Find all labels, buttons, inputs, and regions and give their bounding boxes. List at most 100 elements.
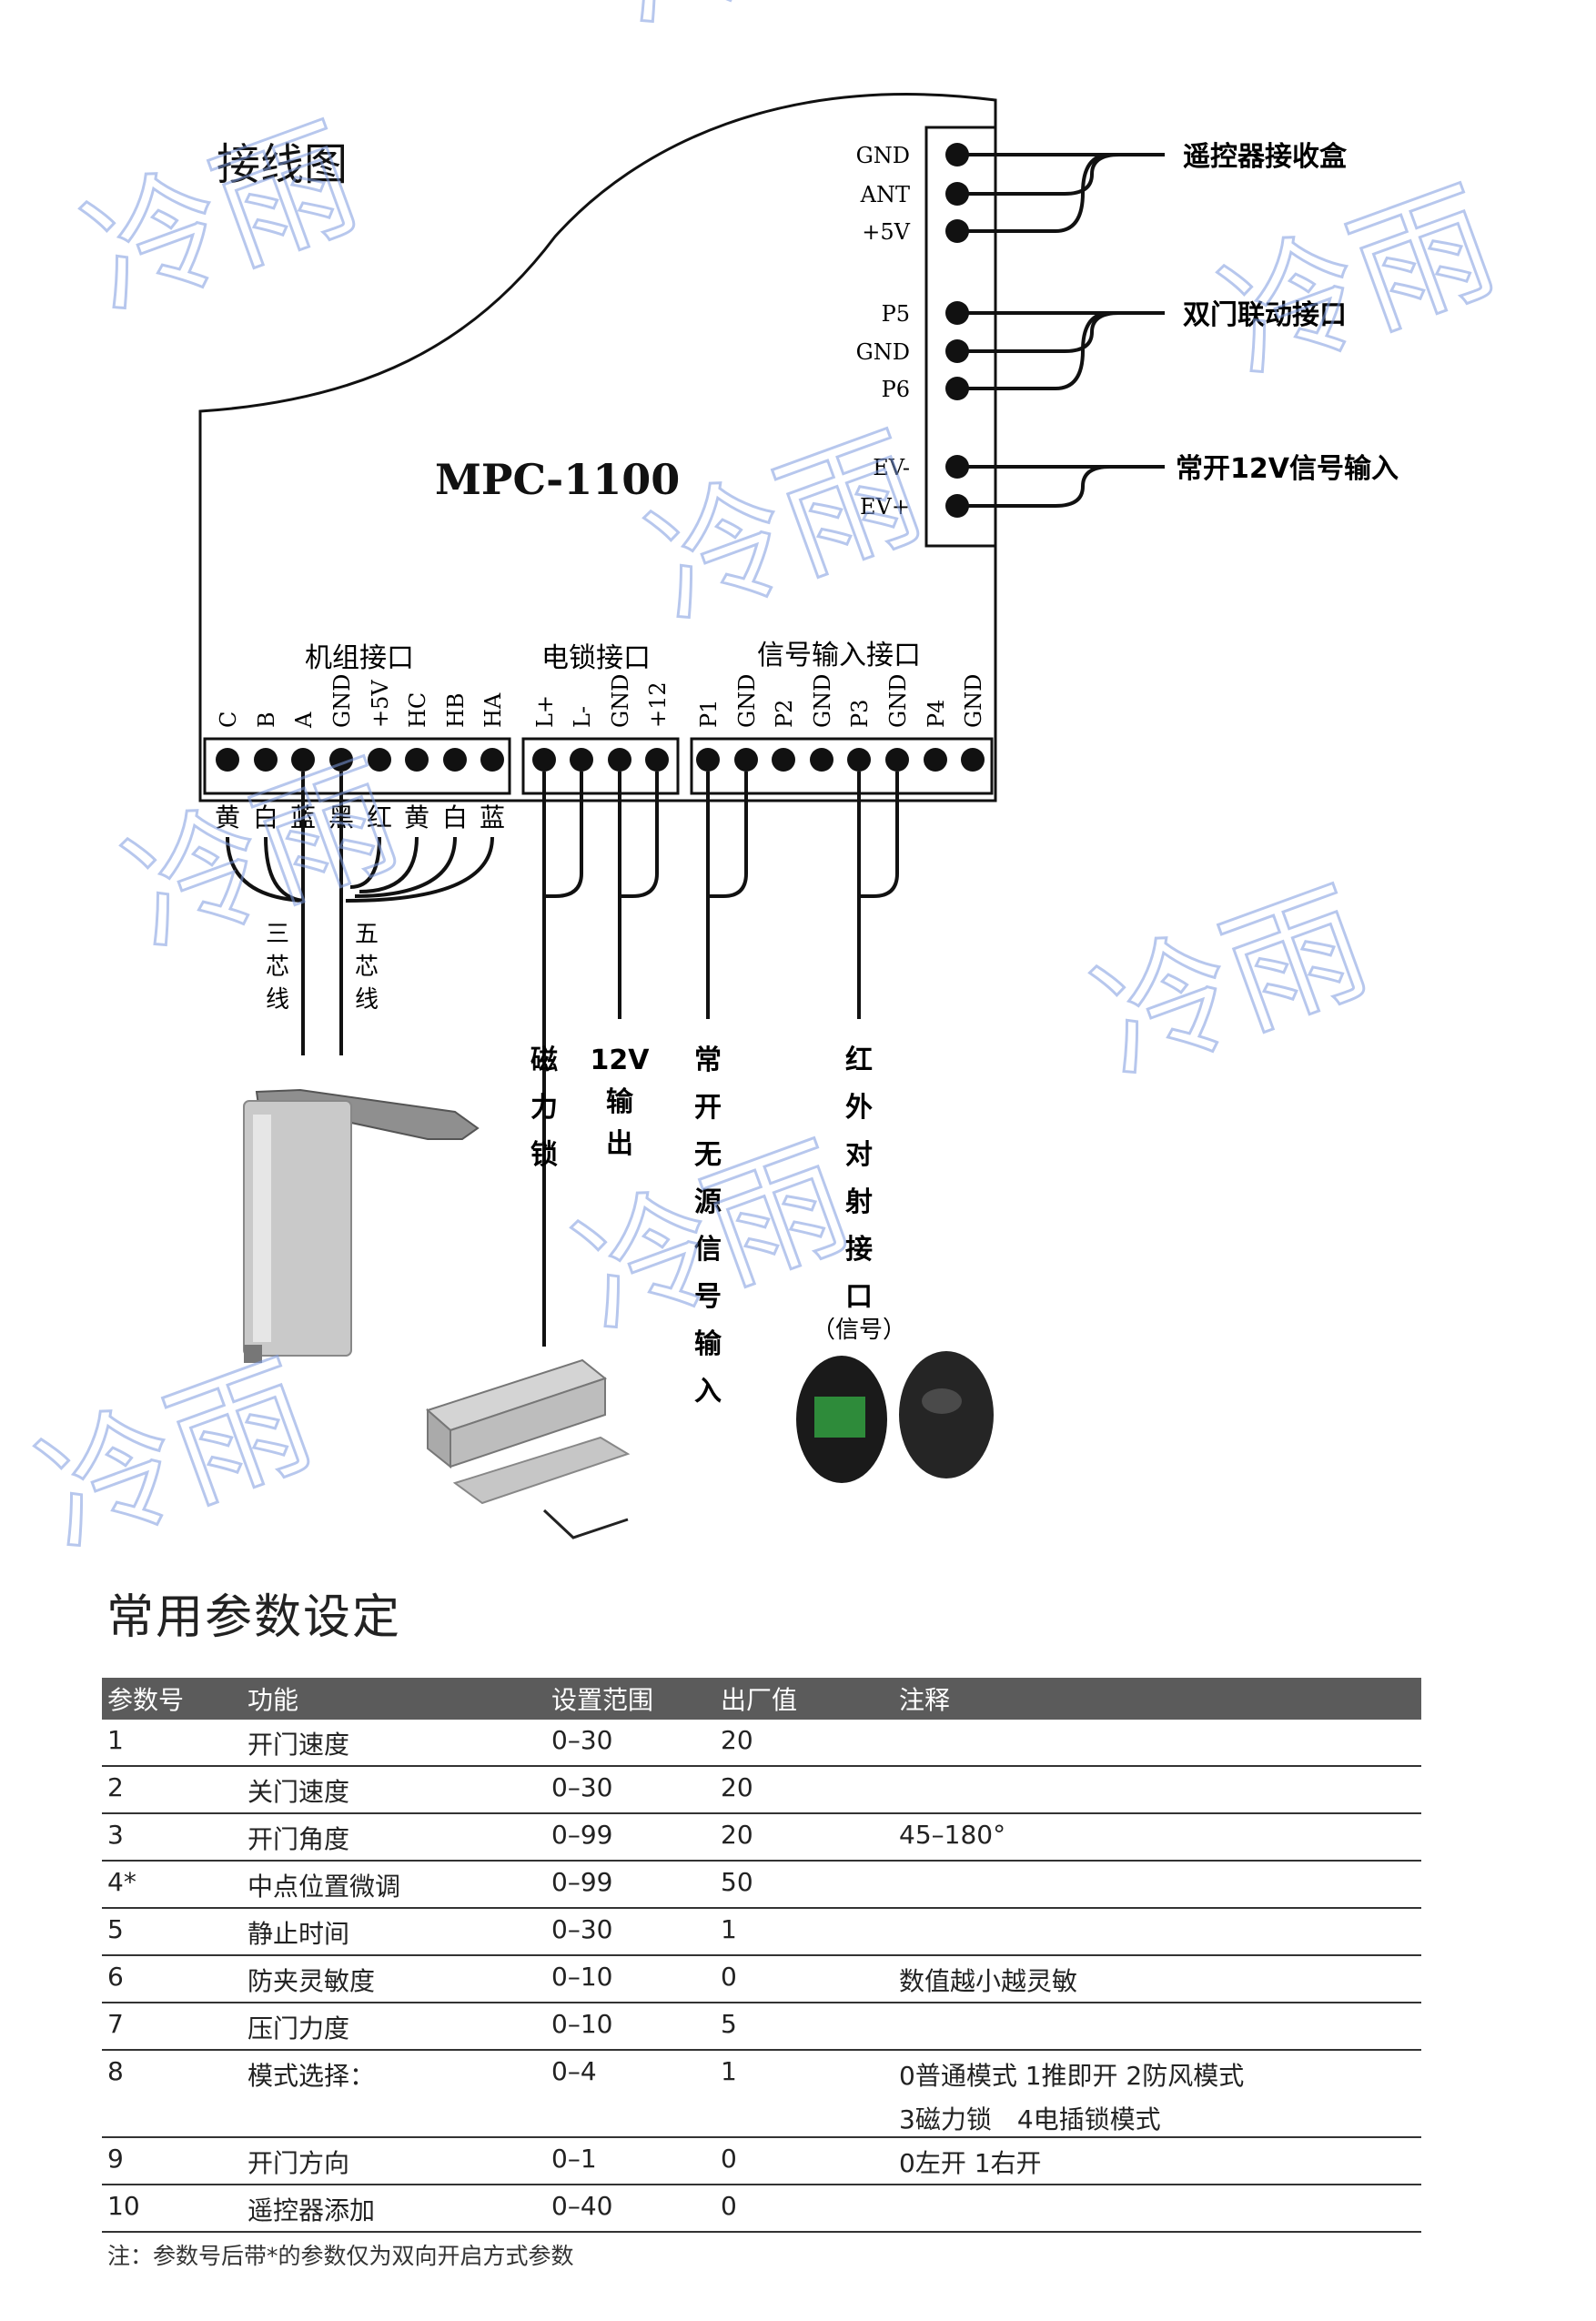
right-terminal-label: GND [856,143,910,168]
header-no: 参数号 [102,1678,242,1720]
right-label: 常开12V信号输入 [1176,453,1399,485]
bottom-terminal-dot [810,748,833,772]
cell-range: 0–4 [546,2050,715,2138]
bottom-terminal-dot [924,748,947,772]
bottom-terminal-dot [291,748,315,772]
cell-default: 0 [715,2137,894,2185]
wire-color-label: 白 [442,802,468,833]
watermark-text: 冷雨 [66,98,377,340]
right-label: 双门联动接口 [1183,299,1347,331]
cell-note [894,1766,1421,1814]
wire-color-label: 红 [367,802,392,833]
wire-color-label: 黄 [215,802,240,833]
header-default: 出厂值 [715,1678,894,1720]
bottom-terminal-dot [254,748,278,772]
cell-function: 遥控器添加 [242,2185,546,2233]
function-label: 磁力锁 [530,1044,558,1171]
cell-no: 1 [102,1720,242,1767]
bottom-terminal-dot [847,748,871,772]
bottom-terminal-label: GND [961,674,986,728]
bottom-terminal-dot [961,748,985,772]
cell-note: 数值越小越灵敏 [894,1955,1421,2003]
bottom-terminal-dot [734,748,758,772]
bottom-terminal-dot [645,748,669,772]
bottom-terminal-label: GND [608,674,633,728]
watermark-text: 冷雨 [1076,863,1387,1105]
cell-default: 0 [715,1955,894,2003]
cell-note [894,1908,1421,1956]
cell-default: 0 [715,2185,894,2233]
bottom-terminal-label: GND [734,674,760,728]
bottom-terminal-label: P1 [696,700,722,728]
unit-terminal-box [203,737,511,795]
cell-function: 开门速度 [242,1720,546,1767]
bottom-terminal-label: P4 [924,700,949,728]
cell-range: 0–10 [546,1955,715,2003]
bottom-wire [349,836,381,889]
parameter-title: 常用参数设定 [106,1590,402,1645]
infrared-sensor-image [796,1351,994,1483]
cell-default: 50 [715,1861,894,1909]
bottom-terminal-label: HA [480,692,506,728]
bottom-terminal-label: C [216,711,241,728]
bottom-terminal-label: L- [570,706,595,728]
model-label: MPC-1100 [435,455,680,504]
bottom-terminal-dot [443,748,467,772]
header-note: 注释 [894,1678,1421,1720]
bottom-wire [708,772,748,898]
cell-function: 防夹灵敏度 [242,1955,546,2003]
cell-default: 20 [715,1813,894,1862]
bottom-terminal-label: GND [885,674,911,728]
bottom-terminal-dot [480,748,504,772]
bottom-wire [620,772,659,898]
cell-range: 0–99 [546,1813,715,1862]
cell-function: 关门速度 [242,1766,546,1814]
bottom-wire [359,836,419,893]
cell-no: 5 [102,1908,242,1956]
header-function: 功能 [242,1678,546,1720]
bottom-terminal-label: B [254,711,279,728]
bottom-wire [345,836,494,903]
cell-range: 0–10 [546,2003,715,2051]
diagram-title: 接线图 [217,139,348,190]
bottom-terminal-label: +5V [368,680,393,728]
cell-note: 45–180° [894,1813,1421,1862]
cell-no: 9 [102,2137,242,2185]
watermark-text: 冷雨 [594,0,904,54]
bottom-terminal-label: GND [329,674,355,728]
group-labels: 机组接口电锁接口信号输入接口 [305,640,921,674]
cell-no: 10 [102,2185,242,2233]
function-sublabel: （信号） [812,1317,906,1344]
bottom-wire [354,836,457,898]
footnote: 注：参数号后带*的参数仅为双向开启方式参数 [107,2243,574,2269]
cell-note: 0左开 1右开 [894,2137,1421,2185]
right-terminal-label: P5 [882,301,910,327]
cell-range: 0–30 [546,1908,715,1956]
cell-range: 0–30 [546,1766,715,1814]
right-wire [957,311,1111,390]
cell-function: 中点位置微调 [242,1861,546,1909]
wire-color-label: 白 [253,802,278,833]
cable-label: 五芯线 [355,921,379,1014]
bottom-terminal-label: L+ [532,695,558,728]
bottom-terminal-label: P2 [772,700,797,728]
group-label: 信号输入接口 [757,640,921,671]
note-line-2: 3磁力锁 4电插锁模式 [899,2104,1161,2134]
right-terminal-label: EV+ [860,494,910,520]
controller-board-outline [198,93,997,802]
bottom-wire [226,836,304,903]
bottom-terminal-dot [885,748,909,772]
